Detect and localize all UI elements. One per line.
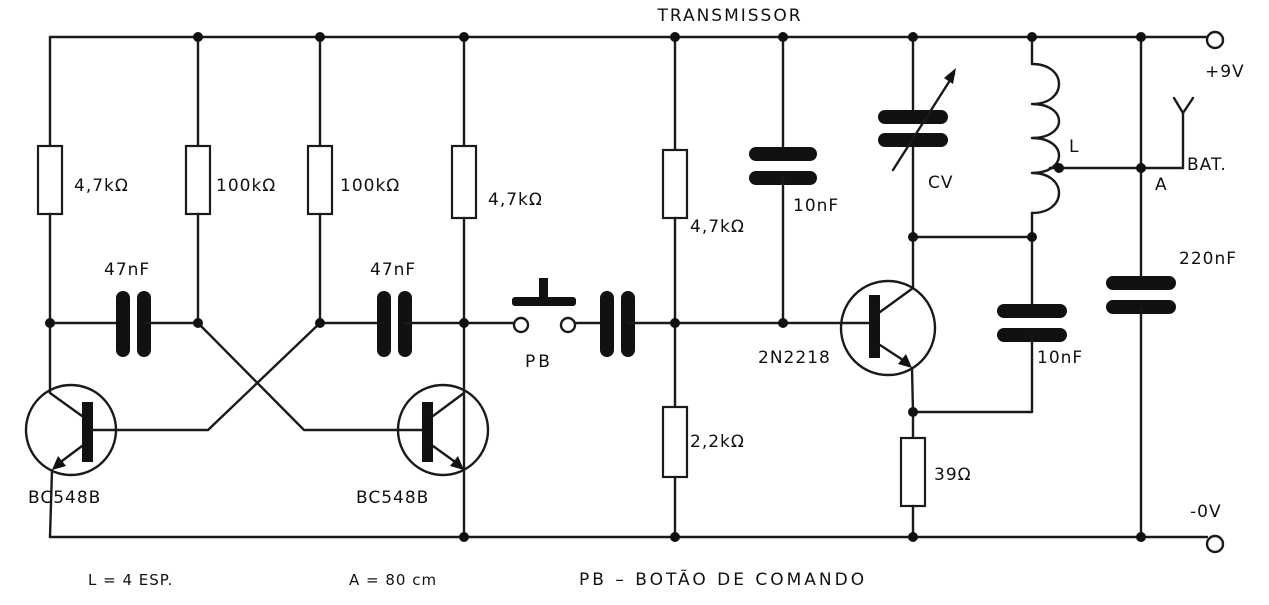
variable-capacitor-label: CV	[928, 173, 954, 193]
resistor-r3-label: 100kΩ	[340, 176, 400, 196]
junction-dot	[193, 318, 203, 328]
junction-dot	[778, 318, 788, 328]
junction-dot	[908, 32, 918, 42]
capacitor-c1: 47nF	[48, 260, 200, 357]
capacitor-c2-label: 47nF	[370, 260, 416, 280]
junction-dot	[315, 318, 325, 328]
resistor-r1: 4,7kΩ	[36, 35, 129, 325]
resistor-r4: 4,7kΩ	[450, 35, 543, 539]
collector-wire	[911, 35, 1034, 290]
junction-dot	[1027, 232, 1037, 242]
capacitor-c1-label: 47nF	[104, 260, 150, 280]
inductor-label: L	[1069, 137, 1079, 157]
junction-dot	[1136, 532, 1146, 542]
capacitor-c5-label: 220nF	[1179, 249, 1237, 269]
capacitor-c3: 10nF	[673, 35, 842, 325]
resistor-r5: 4,7kΩ	[661, 35, 745, 325]
capacitor-c5: 220nF	[1106, 35, 1237, 539]
resistor-r6: 2,2kΩ	[661, 321, 745, 539]
junction-dot	[1027, 32, 1037, 42]
resistor-r4-label: 4,7kΩ	[488, 190, 543, 210]
coupling-capacitor	[600, 291, 677, 357]
junction-dot	[670, 32, 680, 42]
junction-dot	[1136, 163, 1146, 173]
transistor-q3: 2N2218	[758, 279, 937, 414]
junction-dot	[908, 232, 918, 242]
transistor-q2: BC548B	[356, 383, 490, 508]
junction-dot	[670, 532, 680, 542]
junction-dot	[778, 32, 788, 42]
junction-dot	[459, 32, 469, 42]
junction-dots	[45, 32, 1146, 542]
antenna-tag-label: BAT.	[1187, 155, 1227, 175]
footnote-antenna-length: A = 80 cm	[349, 571, 437, 589]
resistor-r3: 100kΩ	[306, 35, 400, 325]
capacitor-c3-label: 10nF	[793, 196, 839, 216]
positive-terminal: +9V	[1205, 30, 1245, 82]
junction-dot	[908, 532, 918, 542]
junction-dot	[670, 318, 680, 328]
junction-dot	[45, 318, 55, 328]
resistor-r7: 39Ω	[899, 410, 972, 539]
push-button: PB	[462, 278, 609, 372]
transistor-q1: BC548B	[24, 321, 118, 539]
resistor-r6-label: 2,2kΩ	[690, 432, 745, 452]
push-button-label: PB	[525, 352, 553, 372]
junction-dot	[1054, 163, 1064, 173]
transistor-q1-label: BC548B	[28, 488, 101, 508]
antenna: BAT. A	[1155, 96, 1227, 195]
negative-terminal-label: -0V	[1190, 502, 1222, 522]
capacitor-c2: 47nF	[318, 260, 466, 357]
junction-dot	[908, 407, 918, 417]
capacitor-c4: 10nF	[911, 235, 1083, 414]
resistor-r2: 100kΩ	[184, 35, 276, 325]
resistor-r5-label: 4,7kΩ	[690, 217, 745, 237]
positive-terminal-label: +9V	[1205, 62, 1245, 82]
diagram-title: TRANSMISSOR	[656, 6, 802, 26]
junction-dot	[1136, 32, 1146, 42]
footnote-coil-turns: L = 4 ESP.	[88, 571, 173, 589]
variable-capacitor-cv: CV	[878, 68, 956, 193]
resistor-r7-label: 39Ω	[934, 465, 972, 485]
junction-dot	[193, 32, 203, 42]
inductor-l: L	[1030, 35, 1185, 239]
resistor-r1-label: 4,7kΩ	[74, 176, 129, 196]
cross-coupling-wires	[114, 321, 402, 432]
transistor-q3-label: 2N2218	[758, 348, 831, 368]
junction-dot	[459, 318, 469, 328]
footnote-button-legend: PB – BOTÃO DE COMANDO	[579, 568, 867, 590]
transistor-q2-label: BC548B	[356, 488, 429, 508]
junction-dot	[315, 32, 325, 42]
capacitor-c4-label: 10nF	[1037, 348, 1083, 368]
antenna-length-label: A	[1155, 175, 1168, 195]
negative-terminal: -0V	[1190, 502, 1225, 554]
junction-dot	[459, 532, 469, 542]
resistor-r2-label: 100kΩ	[216, 176, 276, 196]
